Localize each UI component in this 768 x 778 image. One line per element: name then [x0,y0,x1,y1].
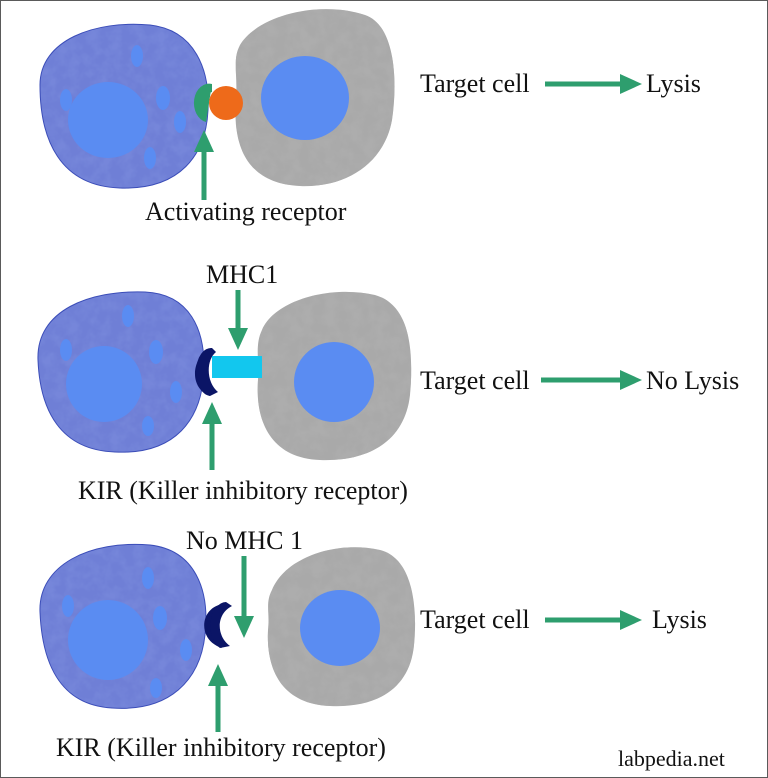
no-mhc1-arrow [234,556,254,638]
nk-cell-1 [39,23,209,189]
mhc1-label: MHC1 [206,260,279,289]
outcome-label-1: Lysis [646,69,701,98]
receptor-label-3: KIR (Killer inhibitory receptor) [56,733,386,762]
receptor-arrow-2 [202,402,222,470]
target-nucleus-1 [261,56,349,140]
outcome-arrow-2 [541,370,642,390]
activating-ligand-shape [209,86,243,120]
target-cell-label-1: Target cell [420,69,530,98]
outcome-arrow-1 [545,74,642,94]
nk-nucleus-1 [68,82,148,158]
watermark: labpedia.net [618,746,725,771]
receptor-label-2: KIR (Killer inhibitory receptor) [78,476,408,505]
outcome-label-3: Lysis [652,605,707,634]
mhc1-bar [212,356,262,378]
kir-receptor-shape-2 [195,347,218,396]
nk-cell-3 [39,543,207,709]
target-cell-1 [235,9,395,187]
no-mhc1-label: No MHC 1 [186,526,304,555]
kir-receptor-shape-3 [210,602,232,648]
receptor-arrow-3 [208,664,228,732]
outcome-arrow-3 [545,610,642,630]
receptor-arrow-1 [194,130,214,200]
receptor-label-1: Activating receptor [145,197,347,226]
target-cell-label-3: Target cell [420,605,530,634]
mhc1-arrow [228,290,248,350]
nk-cell-2 [37,291,205,453]
target-cell-3 [267,547,416,707]
outcome-label-2: No Lysis [646,366,740,395]
target-cell-2 [257,291,412,461]
target-cell-label-2: Target cell [420,366,530,395]
